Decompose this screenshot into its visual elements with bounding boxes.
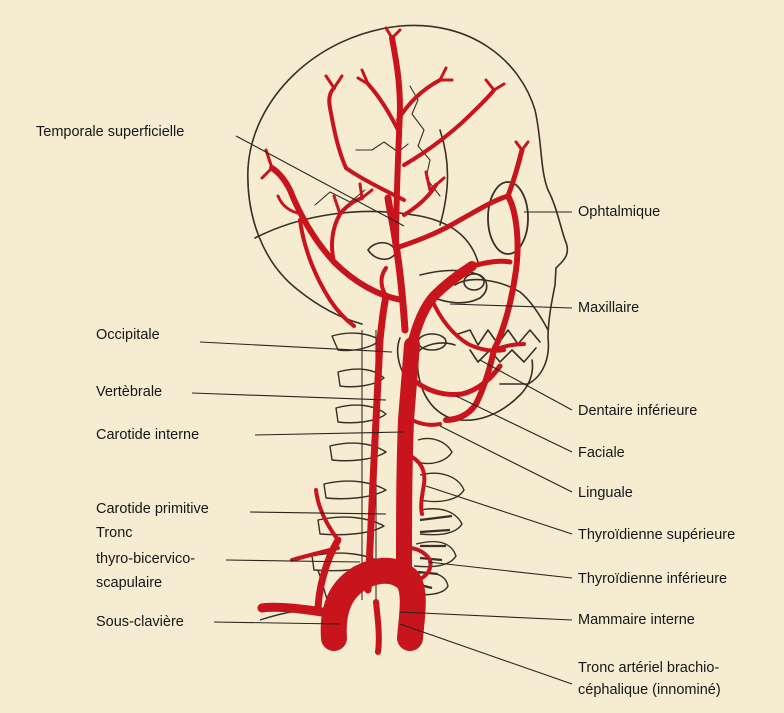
- label-sous-claviere: Sous-clavière: [96, 612, 184, 632]
- label-tronc-line-1: Tronc: [96, 523, 133, 543]
- label-carotide-primitive: Carotide primitive: [96, 499, 209, 519]
- label-maxillaire: Maxillaire: [578, 298, 639, 318]
- label-ophtalmique: Ophtalmique: [578, 202, 660, 222]
- label-dentaire-inferieure: Dentaire inférieure: [578, 401, 697, 421]
- label-faciale: Faciale: [578, 443, 625, 463]
- label-linguale: Linguale: [578, 483, 633, 503]
- label-occipitale: Occipitale: [96, 325, 160, 345]
- label-brachio-line-2: céphalique (innominé): [578, 680, 721, 700]
- label-vertebrale: Vertèbrale: [96, 382, 162, 402]
- arteries: [262, 28, 528, 652]
- label-thyroidienne-inferieure: Thyroïdienne inférieure: [578, 569, 727, 589]
- label-tronc-line-2: thyro-bicervico-: [96, 549, 195, 569]
- label-temporale-superficielle: Temporale superficielle: [36, 122, 184, 142]
- label-tronc-line-3: scapulaire: [96, 573, 162, 593]
- label-mammaire-interne: Mammaire interne: [578, 610, 695, 630]
- label-carotide-interne: Carotide interne: [96, 425, 199, 445]
- label-brachio-line-1: Tronc artériel brachio-: [578, 658, 719, 678]
- label-thyroidienne-superieure: Thyroïdienne supérieure: [578, 525, 735, 545]
